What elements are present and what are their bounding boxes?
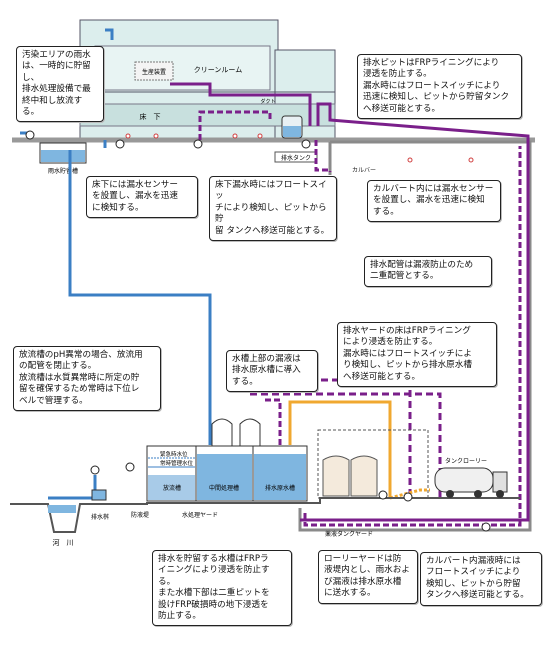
callout-top-leak: 水槽上部の漏液は 排水原水槽に導入 する。 — [226, 350, 318, 393]
water-treatment-tanks: 緊急時水位 常時管理水位 放流槽 中間処理槽 排水原水槽 — [146, 418, 308, 502]
callout-floor-sensor: 床下には漏水センサー を設置し、漏水を迅速 に検知する。 — [86, 176, 198, 219]
dike-label: 防液堤 — [131, 511, 149, 519]
callout-discharge-tank: 放流槽のpH異常の場合、放流用 の配管を閉止する。 放流槽は水質異常時に所定の貯… — [13, 346, 161, 412]
callout-rain-storage: 汚染エリアの雨水 は、一時的に貯留し、 排水処理設備で最 終中和し放流する。 — [16, 46, 104, 123]
drain-tank-label: 排水タンク — [281, 154, 311, 162]
callout-double-pipe: 排水配管は漏液防止のため 二重配管とする。 — [364, 256, 492, 287]
intermediate-tank-label: 中間処理槽 — [209, 484, 239, 492]
callout-drain-pit: 排水ピットはFRPライニングにより 浸透を防止する。 漏水時にはフロートスイッチ… — [357, 54, 522, 120]
normal-level-label: 常時管理水位 — [160, 459, 194, 467]
clean-room-label: クリーンルーム — [194, 66, 242, 74]
drain-tank: 排水タンク — [274, 115, 318, 163]
callout-yard-floor: 排水ヤードの床はFRPライニング により浸透を防止する。 漏水時にはフロートスイ… — [337, 322, 497, 388]
culvert-label: カルバー — [352, 167, 376, 174]
callout-culvert-leak: カルバート内漏液時には フロートスイッチにより 検知し、ピットから貯留 タンクへ… — [420, 552, 542, 606]
liquid-tank-yard-label: 薬液タンクヤード — [325, 530, 373, 538]
floor-under-label: 床 下 — [140, 112, 161, 121]
tank-lorry: タンクローリー — [434, 457, 508, 498]
callout-culvert-sensor: カルバート内には漏水センサー を設置し、漏水を迅速に検知 する。 — [367, 180, 501, 223]
rain-storage-tank: 雨水貯留槽 — [39, 142, 87, 175]
leak-sensor-icons — [125, 133, 474, 163]
callout-tank-lining: 排水を貯留する水槽はFRPラ イニングにより浸透を防止す る。 また水槽下部は二… — [152, 550, 292, 627]
yard-pipe — [288, 400, 430, 500]
callout-floor-leak: 床下漏水時にはフロートスイッ チにより検知し、ピットから貯 留 タンクへ移送可能… — [209, 176, 337, 242]
emergency-level-label: 緊急時水位 — [160, 450, 188, 458]
callout-lorry-yard: ローリーヤードは防 液堤内とし、雨水およ び漏液は排水原水槽 に送水する。 — [318, 550, 418, 604]
tank-lorry-label: タンクローリー — [445, 457, 487, 465]
river-label: 河 川 — [53, 539, 74, 547]
raw-water-tank-label: 排水原水槽 — [265, 484, 295, 492]
production-equipment-label: 生産装置 — [142, 68, 166, 76]
ground-profile: 河 川 排水桝 防液堤 水処理ヤード — [10, 489, 520, 547]
rain-tank-label: 雨水貯留槽 — [48, 167, 78, 175]
chemical-tank-yard: 薬液タンクヤード — [317, 429, 429, 538]
exhaust-duct-label: ダクト — [260, 98, 275, 105]
water-yard-label: 水処理ヤード — [182, 511, 218, 519]
pump-icons — [25, 130, 491, 532]
culvert-line: カルバー — [298, 140, 532, 532]
outfall-label: 排水桝 — [91, 513, 109, 521]
discharge-tank-label: 放流槽 — [163, 484, 181, 492]
